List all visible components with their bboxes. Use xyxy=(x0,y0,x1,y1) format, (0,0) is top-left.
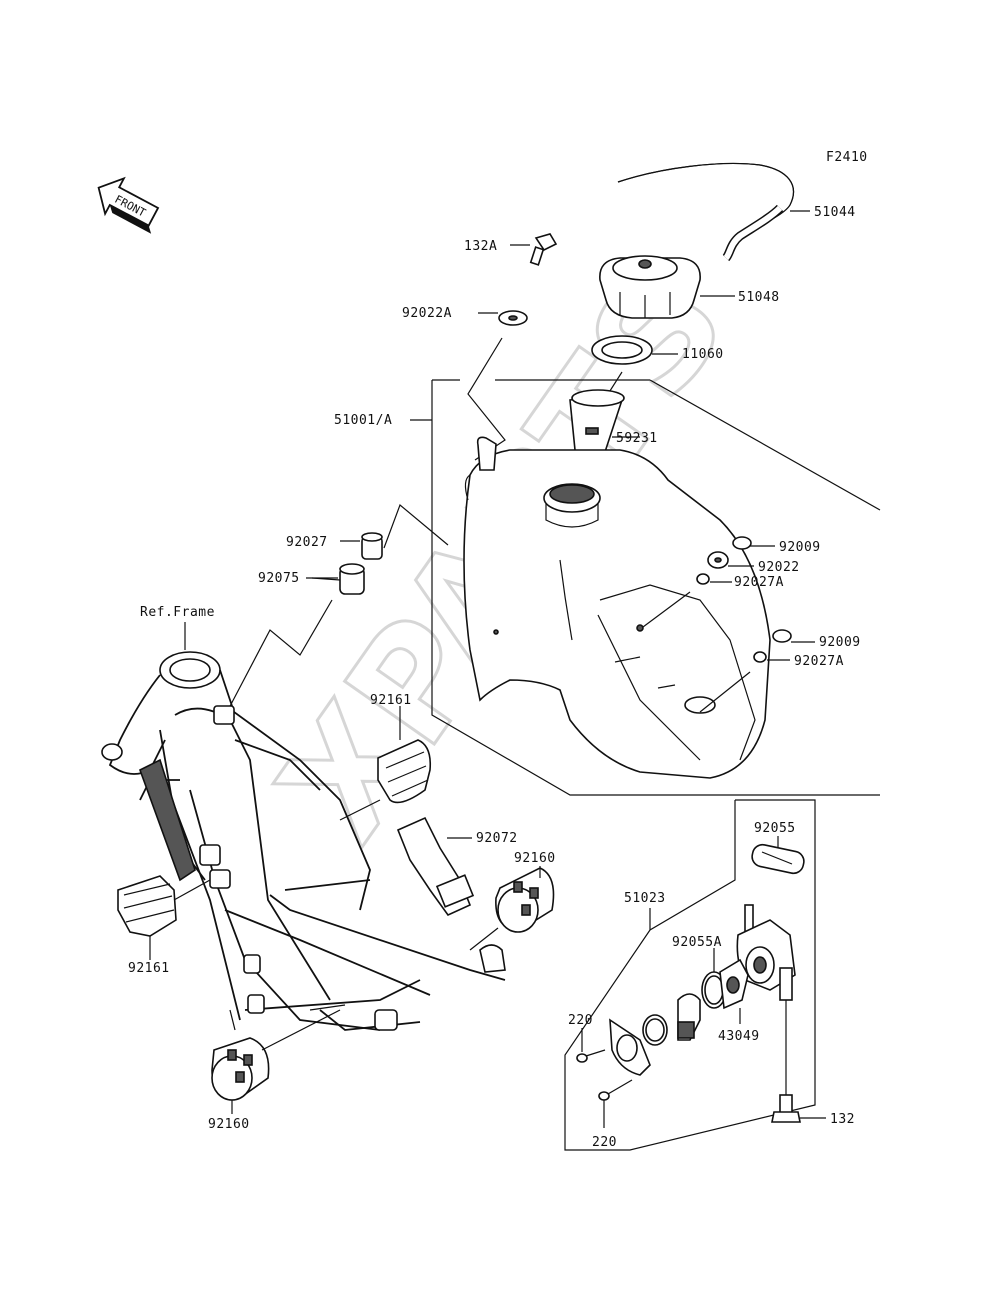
screw-220-bottom xyxy=(598,1079,633,1128)
fuel-cock-body xyxy=(736,904,796,1100)
label-220-top: 220 xyxy=(568,1013,593,1028)
label-59231: 59231 xyxy=(616,431,658,446)
damper-92027 xyxy=(340,503,449,560)
gasket-92055 xyxy=(751,836,805,875)
label-51023: 51023 xyxy=(624,891,666,906)
label-92022a: 92022A xyxy=(402,306,452,321)
label-51001a: 51001/A xyxy=(334,413,392,428)
bolt-132a xyxy=(510,233,558,266)
figure-code: F2410 xyxy=(826,150,868,165)
bolt-92009-bottom xyxy=(772,629,815,643)
damper-92160-top xyxy=(469,866,555,951)
label-92027a-top: 92027A xyxy=(734,575,784,590)
label-92055: 92055 xyxy=(754,821,796,836)
label-92027: 92027 xyxy=(286,535,328,550)
label-92072: 92072 xyxy=(476,831,518,846)
lever-and-filter xyxy=(609,993,701,1076)
label-51048: 51048 xyxy=(738,290,780,305)
label-11060: 11060 xyxy=(682,347,724,362)
fuel-cock-group-outline xyxy=(564,799,816,1151)
breather-hose xyxy=(617,162,810,262)
o-ring-92055a xyxy=(701,948,727,1009)
tank-group-outline xyxy=(410,379,881,796)
strap-92072 xyxy=(396,816,475,916)
label-92027a-bottom: 92027A xyxy=(794,654,844,669)
bolt-132 xyxy=(771,1094,826,1123)
rubber-92161-left xyxy=(117,875,211,960)
bolt-92009-top xyxy=(732,536,775,550)
fuel-cap xyxy=(599,255,735,319)
damper-92075 xyxy=(227,563,365,711)
screw-220-top xyxy=(576,1028,606,1063)
label-92161-top: 92161 xyxy=(370,693,412,708)
rubber-92161-top xyxy=(339,706,432,821)
label-92009-bottom: 92009 xyxy=(819,635,861,650)
label-92161-left: 92161 xyxy=(128,961,170,976)
label-92009-top: 92009 xyxy=(779,540,821,555)
front-arrow-icon: FRONT xyxy=(97,176,160,234)
label-220-bottom: 220 xyxy=(592,1135,617,1150)
label-132a: 132A xyxy=(464,239,497,254)
damper-92160-bottom xyxy=(211,1009,341,1114)
collar-92027a-top xyxy=(642,573,732,628)
collar-92027a-bottom xyxy=(699,651,790,713)
ref-frame-label: Ref.Frame xyxy=(140,605,215,620)
washer-92022 xyxy=(707,551,754,569)
label-51044: 51044 xyxy=(814,205,856,220)
label-132: 132 xyxy=(830,1112,855,1127)
frame xyxy=(101,651,506,1031)
label-92055a: 92055A xyxy=(672,935,722,950)
gasket-43049 xyxy=(719,958,749,1024)
label-92160-top: 92160 xyxy=(514,851,556,866)
label-92075: 92075 xyxy=(258,571,300,586)
label-43049: 43049 xyxy=(718,1029,760,1044)
label-92022: 92022 xyxy=(758,560,800,575)
fuel-tank xyxy=(463,436,771,779)
label-92160-bottom: 92160 xyxy=(208,1117,250,1132)
